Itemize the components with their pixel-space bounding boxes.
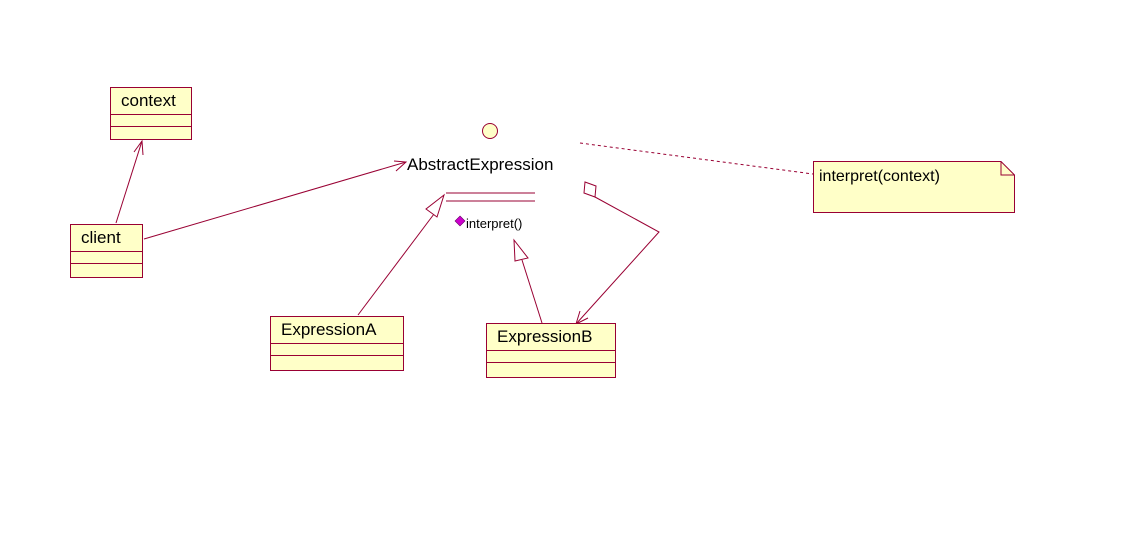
client-context-arrowhead (133, 139, 144, 156)
class-context-operations (111, 127, 191, 138)
client-abstract-arrowhead (393, 160, 408, 172)
aggregation-line (575, 196, 660, 325)
class-expressiona-name: ExpressionA (271, 317, 403, 344)
expressionb-generalization-line (521, 259, 543, 324)
class-expressiona-attributes (271, 344, 403, 356)
aggregation-diamond (583, 181, 597, 198)
class-client[interactable]: client (70, 224, 143, 278)
expressiona-generalization-line (357, 213, 435, 316)
public-operation-icon (454, 215, 466, 227)
class-context-attributes (111, 115, 191, 127)
class-client-attributes (71, 252, 142, 264)
class-client-operations (71, 264, 142, 275)
class-context[interactable]: context (110, 87, 192, 140)
class-expressionb-name: ExpressionB (487, 324, 615, 351)
client-abstract-association (143, 161, 407, 240)
class-client-name: client (71, 225, 142, 252)
class-expressiona-operations (271, 356, 403, 367)
note-connector (579, 142, 814, 175)
class-context-name: context (111, 88, 191, 115)
class-expressionb-attributes (487, 351, 615, 363)
note-shape (813, 161, 1015, 213)
expressiona-generalization-arrow (425, 193, 445, 218)
class-expressionb[interactable]: ExpressionB (486, 323, 616, 378)
client-context-association (115, 140, 143, 224)
interface-circle-icon (482, 123, 498, 139)
note-text: interpret(context) (819, 168, 940, 185)
expressionb-generalization-arrow (513, 238, 529, 262)
note[interactable]: interpret(context) (813, 161, 1015, 213)
abstract-expression-operation: interpret() (466, 216, 523, 231)
abstract-expression-name[interactable]: AbstractExpression (407, 155, 554, 174)
class-expressiona[interactable]: ExpressionA (270, 316, 404, 371)
class-expressionb-operations (487, 363, 615, 374)
